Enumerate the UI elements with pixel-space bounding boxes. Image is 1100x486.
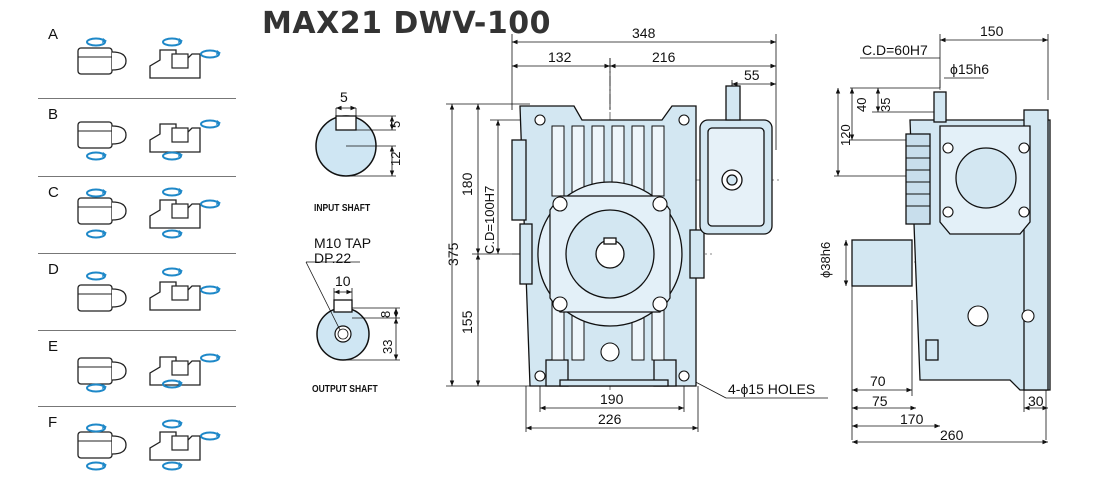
input-key-width-label: 5 (340, 89, 348, 105)
total-height-label: 375 (445, 242, 461, 266)
side-input-dia-label: ϕ15h6 (950, 61, 989, 77)
mounting-row-e: E (38, 332, 238, 410)
total-width-label: 348 (632, 25, 656, 41)
side-d170-label: 170 (900, 411, 924, 427)
mounting-row-b: B (38, 100, 238, 178)
row-divider (38, 253, 236, 254)
tap-size-label: M10 TAP (314, 235, 372, 251)
side-shaft-35-label: 35 (878, 98, 893, 112)
row-divider (38, 406, 236, 407)
input-shaft-title: INPUT SHAFT (314, 203, 371, 214)
holes-label: 4-ϕ15 HOLES (728, 381, 815, 397)
base-width-label: 226 (598, 411, 622, 427)
mounting-letter: D (48, 261, 59, 278)
input-key-depth-label: 5 (388, 121, 403, 128)
right-width-label: 216 (652, 49, 676, 65)
side-center-distance-label: C.D=60H7 (862, 42, 928, 58)
row-divider (38, 330, 236, 331)
side-height-120-label: 120 (838, 124, 853, 146)
side-d70-label: 70 (870, 373, 886, 389)
input-offset-label: 55 (744, 67, 760, 83)
mounting-letter: F (48, 414, 58, 431)
output-shaft-section (305, 261, 400, 361)
mounting-positions-panel: A B C D E F (0, 0, 240, 480)
upper-height-label: 180 (459, 172, 475, 196)
output-shaft-title: OUTPUT SHAFT (312, 384, 378, 395)
side-output-dia-label: ϕ38h6 (818, 242, 833, 278)
lower-height-label: 155 (459, 310, 475, 334)
side-d75-label: 75 (872, 393, 888, 409)
side-view-gearbox (834, 34, 1051, 445)
input-shaft-section (315, 105, 396, 177)
output-tap-note: M10 TAP DP.22 (314, 236, 371, 266)
mounting-row-f: F (38, 408, 238, 486)
bolt-span-label: 190 (600, 391, 624, 407)
mounting-row-a: A (38, 20, 238, 98)
output-half-dia-label: 33 (380, 340, 395, 354)
left-width-label: 132 (548, 49, 572, 65)
mounting-letter: C (48, 184, 59, 201)
mounting-letter: B (48, 106, 59, 123)
center-distance-label: C.D=100H7 (482, 186, 497, 254)
mounting-letter: A (48, 26, 59, 43)
output-key-depth-label: 8 (378, 311, 393, 318)
side-d260-label: 260 (940, 427, 964, 443)
page-title: MAX21 DWV-100 (262, 6, 551, 41)
row-divider (38, 176, 236, 177)
output-key-width-label: 10 (335, 273, 351, 289)
side-d30-label: 30 (1028, 393, 1044, 409)
mounting-row-d: D (38, 255, 238, 333)
mounting-letter: E (48, 338, 59, 355)
side-shaft-40-label: 40 (854, 98, 869, 112)
side-top-width-label: 150 (980, 23, 1004, 39)
front-view-gearbox (446, 34, 828, 432)
mounting-row-c: C (38, 178, 238, 256)
tap-depth-label: DP.22 (314, 250, 352, 266)
row-divider (38, 98, 236, 99)
input-half-dia-label: 12 (388, 152, 403, 166)
